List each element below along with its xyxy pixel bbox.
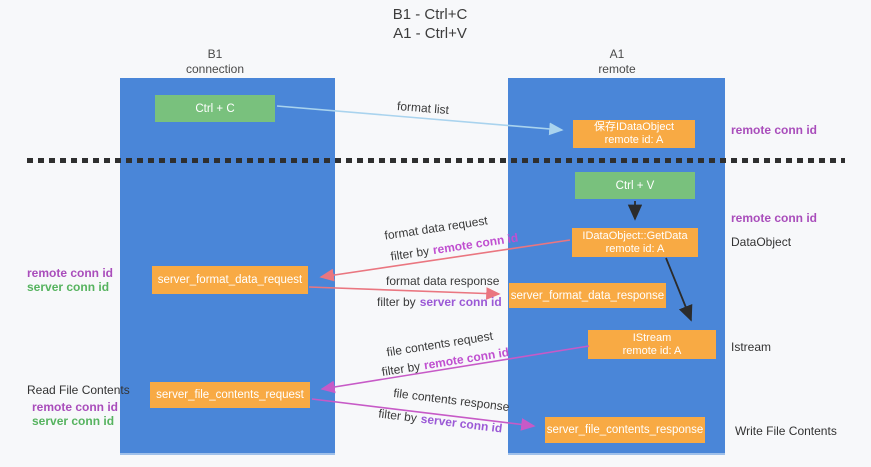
left-column-header: B1 connection <box>155 47 275 77</box>
save-dataobject-line1: 保存IDataObject <box>593 121 675 133</box>
server-format-data-request-box: server_format_data_request <box>152 266 308 294</box>
format-list-label: format list <box>396 98 450 118</box>
remote-conn-id-text: remote conn id <box>431 230 520 258</box>
ctrl-c-box: Ctrl + C <box>155 95 275 122</box>
getdata-line2: remote id: A <box>605 242 665 255</box>
istream-line1: IStream <box>632 331 672 344</box>
read-file-contents-annotation: Read File Contents <box>27 383 130 397</box>
istream-annotation: Istream <box>731 340 772 354</box>
server-conn-id-text: server conn id <box>419 411 504 436</box>
server-format-data-request-label: server_format_data_request <box>157 274 303 286</box>
server-file-contents-response-box: server_file_contents_response <box>545 417 705 443</box>
server-file-contents-request-label: server_file_contents_request <box>156 389 304 401</box>
filter-by-text: filter by <box>377 295 416 309</box>
dataobject-annotation: DataObject <box>731 235 792 249</box>
idataobject-getdata-box: IDataObject::GetData remote id: A <box>572 228 698 257</box>
istream-box: IStream remote id: A <box>588 330 716 359</box>
remote-conn-id-annotation-left-mid: remote conn id <box>27 266 114 280</box>
server-format-data-response-box: server_format_data_response <box>509 283 666 308</box>
server-file-contents-response-label: server_file_contents_response <box>546 424 704 436</box>
right-header-name: A1 <box>609 47 625 61</box>
server-conn-id-annotation-left-bottom: server conn id <box>32 414 115 428</box>
filter-by-text: filter by <box>377 406 418 426</box>
server-conn-id-text: server conn id <box>419 295 502 309</box>
server-conn-id-annotation-left-mid: server conn id <box>27 280 110 294</box>
left-header-name: B1 <box>207 47 223 61</box>
diagram-title: B1 - Ctrl+C A1 - Ctrl+V <box>300 5 560 43</box>
format-data-response-label: format data response <box>386 274 500 288</box>
filter-by-text: filter by <box>389 243 431 264</box>
write-file-contents-annotation: Write File Contents <box>735 424 837 438</box>
remote-conn-id-annotation-left-bottom: remote conn id <box>32 400 119 414</box>
server-format-data-response-label: server_format_data_response <box>510 289 665 302</box>
save-dataobject-box: 保存IDataObject remote id: A <box>573 120 695 148</box>
istream-line2: remote id: A <box>622 344 682 357</box>
format-data-response-arrow <box>308 286 501 300</box>
ctrl-v-box: Ctrl + V <box>575 172 695 199</box>
ctrl-c-label: Ctrl + C <box>195 102 235 115</box>
right-column-header: A1 remote <box>557 47 677 77</box>
ctrl-v-label: Ctrl + V <box>615 179 655 192</box>
title-line-2: A1 - Ctrl+V <box>393 25 467 42</box>
left-header-role: connection <box>185 62 245 76</box>
getdata-line1: IDataObject::GetData <box>582 229 688 242</box>
server-file-contents-request-box: server_file_contents_request <box>150 382 310 408</box>
filter-by-text: filter by <box>380 359 422 379</box>
phase-separator-dashed-line <box>27 158 845 163</box>
title-line-1: B1 - Ctrl+C <box>392 6 468 23</box>
remote-conn-id-annotation-top: remote conn id <box>731 123 818 137</box>
save-dataobject-line2: remote id: A <box>604 134 664 146</box>
right-header-role: remote <box>598 62 636 76</box>
remote-conn-id-annotation-mid: remote conn id <box>731 211 818 225</box>
